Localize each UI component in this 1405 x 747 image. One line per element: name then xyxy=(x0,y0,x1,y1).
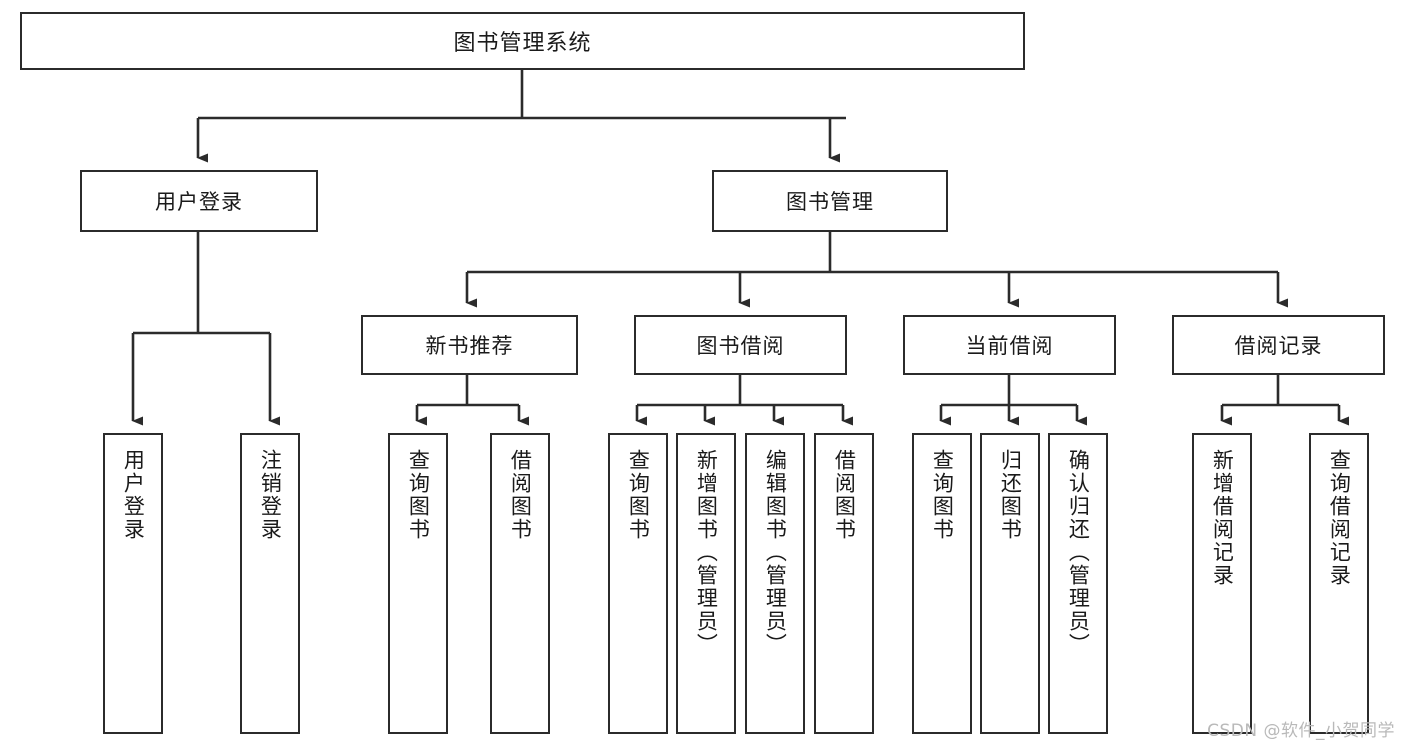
node-label: 注销登录 xyxy=(258,449,283,541)
node-label: 编辑图书（管理员） xyxy=(763,449,788,656)
leaf-user-login[interactable]: 用户登录 xyxy=(103,433,163,734)
node-label: 借阅图书 xyxy=(832,449,857,541)
node-label: 借阅记录 xyxy=(1234,334,1323,358)
leaf-add-book-admin[interactable]: 新增图书（管理员） xyxy=(676,433,736,734)
node-label: 确认归还（管理员） xyxy=(1066,449,1091,656)
leaf-query-book-current[interactable]: 查询图书 xyxy=(912,433,972,734)
node-label: 查询图书 xyxy=(930,449,955,541)
leaf-confirm-return-admin[interactable]: 确认归还（管理员） xyxy=(1048,433,1108,734)
csdn-watermark: CSDN @软件_小贺同学 xyxy=(1207,721,1395,741)
node-label: 用户登录 xyxy=(121,449,146,541)
leaf-logout[interactable]: 注销登录 xyxy=(240,433,300,734)
node-label: 图书管理 xyxy=(786,190,874,214)
node-label: 归还图书 xyxy=(998,449,1023,541)
node-label: 图书管理系统 xyxy=(453,31,592,56)
node-root-book-management-system[interactable]: 图书管理系统 xyxy=(20,12,1025,70)
node-label: 新增图书（管理员） xyxy=(694,449,719,656)
node-label: 图书借阅 xyxy=(696,334,785,358)
node-label: 用户登录 xyxy=(155,190,243,214)
leaf-borrow-book-recommend[interactable]: 借阅图书 xyxy=(490,433,550,734)
leaf-query-book-recommend[interactable]: 查询图书 xyxy=(388,433,448,734)
node-label: 新书推荐 xyxy=(425,334,514,358)
node-label: 查询图书 xyxy=(406,449,431,541)
node-label: 查询借阅记录 xyxy=(1327,449,1352,587)
node-label: 新增借阅记录 xyxy=(1210,449,1235,587)
node-label: 借阅图书 xyxy=(508,449,533,541)
leaf-add-borrow-record[interactable]: 新增借阅记录 xyxy=(1192,433,1252,734)
node-book-management[interactable]: 图书管理 xyxy=(712,170,948,232)
leaf-borrow-book[interactable]: 借阅图书 xyxy=(814,433,874,734)
leaf-query-borrow-record[interactable]: 查询借阅记录 xyxy=(1309,433,1369,734)
node-label: 查询图书 xyxy=(626,449,651,541)
leaf-return-book[interactable]: 归还图书 xyxy=(980,433,1040,734)
node-book-borrowing[interactable]: 图书借阅 xyxy=(634,315,847,375)
leaf-edit-book-admin[interactable]: 编辑图书（管理员） xyxy=(745,433,805,734)
leaf-query-book-borrow[interactable]: 查询图书 xyxy=(608,433,668,734)
node-new-book-recommendation[interactable]: 新书推荐 xyxy=(361,315,578,375)
node-user-login[interactable]: 用户登录 xyxy=(80,170,318,232)
node-current-borrowing[interactable]: 当前借阅 xyxy=(903,315,1116,375)
node-label: 当前借阅 xyxy=(965,334,1054,358)
node-borrowing-records[interactable]: 借阅记录 xyxy=(1172,315,1385,375)
